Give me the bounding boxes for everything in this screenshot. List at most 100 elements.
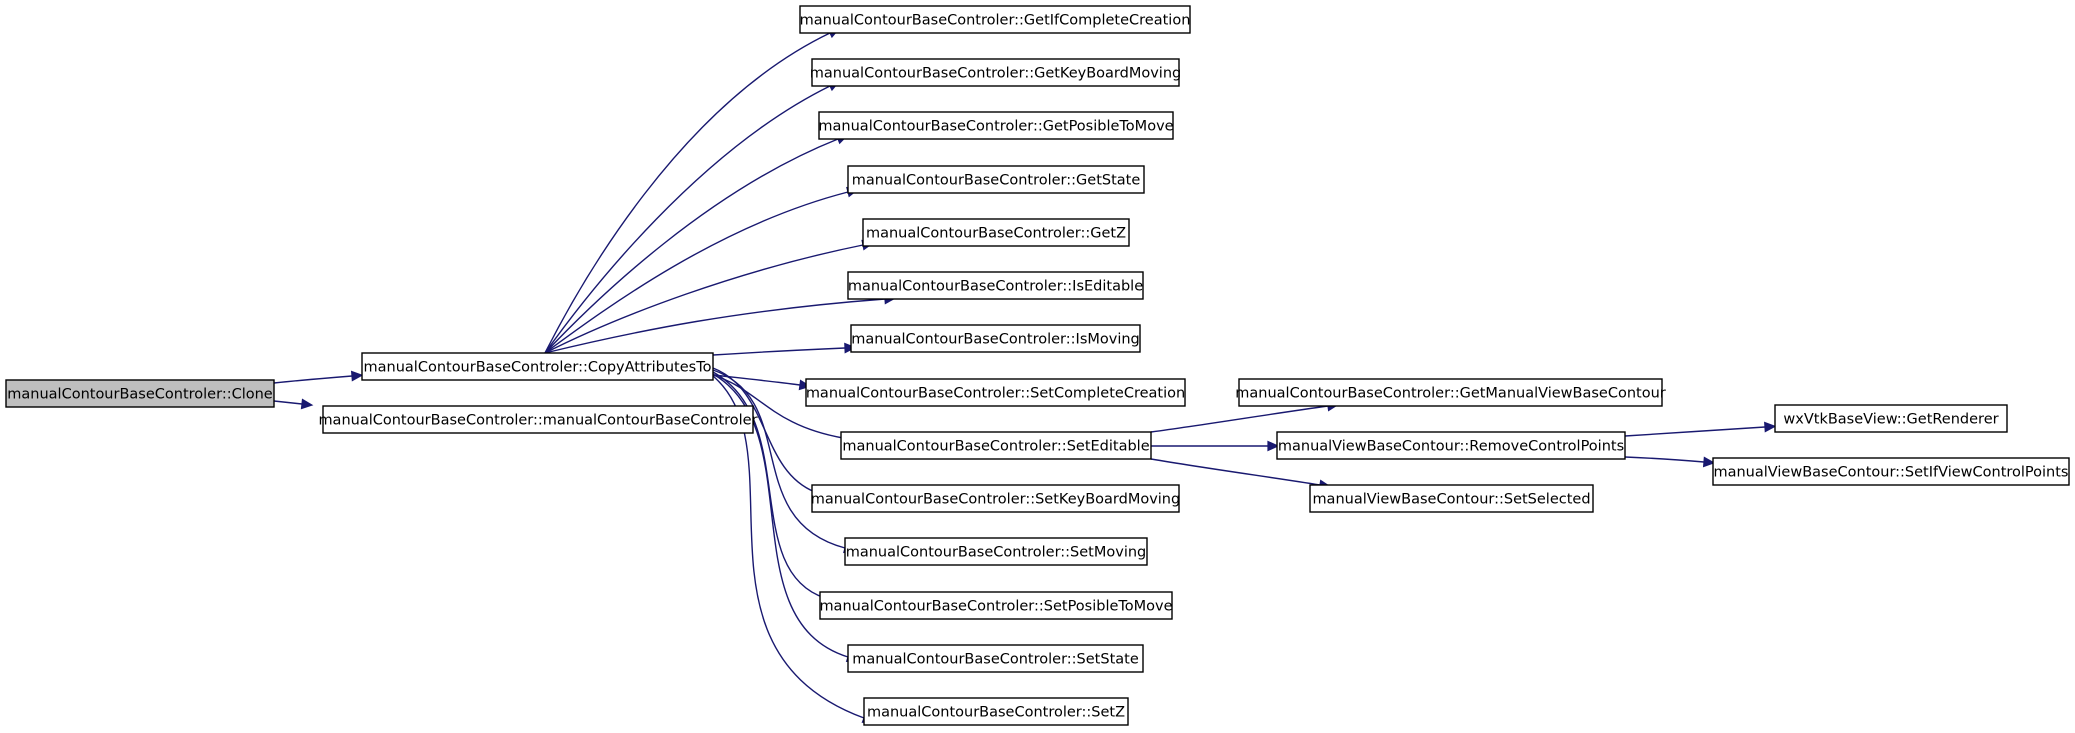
edge-line — [273, 400, 303, 405]
edge-line — [1150, 458, 1321, 486]
node-copy[interactable]: manualContourBaseControler::CopyAttribut… — [361, 352, 714, 381]
node-label: manualContourBaseControler::IsMoving — [851, 332, 1140, 348]
node-box — [819, 591, 1173, 620]
node-box — [844, 537, 1148, 566]
node-label: manualContourBaseControler::SetCompleteC… — [806, 386, 1185, 402]
edge-line — [712, 347, 846, 356]
edge-remove-cp-to-get-renderer — [1624, 421, 1777, 437]
node-label: manualContourBaseControler::SetPosibleTo… — [819, 599, 1172, 615]
node-label: manualViewBaseContour::RemoveControlPoin… — [1278, 439, 1624, 455]
edge-line — [544, 191, 849, 354]
node-label: manualContourBaseControler::SetEditable — [842, 439, 1149, 455]
edge-copy-to-get-if-complete — [544, 28, 841, 354]
node-box — [847, 271, 1144, 300]
edge-clone-to-copy — [273, 370, 364, 384]
node-set-z[interactable]: manualContourBaseControler::SetZ — [863, 697, 1129, 726]
node-box — [799, 5, 1191, 34]
node-box — [840, 431, 1152, 460]
node-set-moving[interactable]: manualContourBaseControler::SetMoving — [844, 537, 1148, 566]
edge-line — [544, 244, 864, 354]
arrowhead-icon — [300, 398, 314, 410]
node-clone: manualContourBaseControler::Clone — [5, 379, 275, 408]
node-set-posible[interactable]: manualContourBaseControler::SetPosibleTo… — [819, 591, 1173, 620]
nodes-layer: manualContourBaseControler::ClonemanualC… — [5, 5, 2070, 726]
edge-clone-to-ctor — [273, 398, 314, 410]
edge-line — [544, 138, 839, 354]
node-set-editable[interactable]: manualContourBaseControler::SetEditable — [840, 431, 1152, 460]
node-get-key-board[interactable]: manualContourBaseControler::GetKeyBoardM… — [810, 58, 1181, 87]
node-get-z[interactable]: manualContourBaseControler::GetZ — [862, 218, 1130, 247]
node-box — [863, 697, 1129, 726]
node-label: manualContourBaseControler::manualContou… — [318, 413, 757, 429]
node-box — [322, 405, 754, 434]
edge-line — [544, 85, 831, 354]
edge-copy-to-is-moving — [712, 342, 857, 356]
node-box — [1238, 378, 1663, 407]
node-box — [850, 324, 1141, 353]
edge-copy-to-is-editable — [544, 293, 897, 354]
node-box — [361, 352, 714, 381]
node-label: manualContourBaseControler::GetPosibleTo… — [818, 119, 1173, 135]
node-label: manualContourBaseControler::GetManualVie… — [1235, 386, 1666, 402]
node-label: manualViewBaseContour::SetIfViewControlP… — [1713, 465, 2068, 481]
node-label: manualContourBaseControler::SetKeyBoardM… — [811, 492, 1180, 508]
node-box — [805, 378, 1186, 407]
node-label: manualContourBaseControler::Clone — [7, 387, 273, 403]
node-get-if-complete[interactable]: manualContourBaseControler::GetIfComplet… — [799, 5, 1191, 34]
node-get-manual-view[interactable]: manualContourBaseControler::GetManualVie… — [1235, 378, 1666, 407]
node-box — [818, 111, 1174, 140]
node-box — [1276, 431, 1626, 460]
node-set-key-board[interactable]: manualContourBaseControler::SetKeyBoardM… — [811, 484, 1180, 513]
node-box — [1774, 404, 2008, 433]
node-label: manualContourBaseControler::GetZ — [866, 226, 1126, 242]
node-set-selected[interactable]: manualViewBaseContour::SetSelected — [1309, 484, 1594, 513]
edge-set-editable-to-remove-cp — [1150, 440, 1280, 452]
node-box — [862, 218, 1130, 247]
node-box — [1712, 457, 2070, 486]
arrowhead-icon — [350, 370, 364, 382]
edge-line — [712, 373, 849, 658]
node-label: manualContourBaseControler::GetKeyBoardM… — [810, 66, 1181, 82]
node-box — [5, 379, 275, 408]
edge-line — [712, 374, 844, 439]
edge-line — [1150, 405, 1329, 433]
node-label: manualContourBaseControler::SetZ — [867, 705, 1125, 721]
edge-copy-to-get-key-board — [544, 80, 841, 354]
node-label: manualContourBaseControler::CopyAttribut… — [364, 360, 712, 376]
node-set-if-view[interactable]: manualViewBaseContour::SetIfViewControlP… — [1712, 457, 2070, 486]
node-label: manualContourBaseControler::GetState — [852, 173, 1141, 189]
node-is-moving[interactable]: manualContourBaseControler::IsMoving — [850, 324, 1141, 353]
node-label: manualContourBaseControler::IsEditable — [848, 279, 1143, 295]
node-ctor[interactable]: manualContourBaseControler::manualContou… — [318, 405, 758, 434]
arrowhead-icon — [798, 379, 812, 391]
edge-copy-to-set-complete — [712, 374, 812, 391]
node-box — [811, 484, 1180, 513]
node-label: manualContourBaseControler::SetState — [852, 652, 1139, 668]
node-box — [847, 165, 1145, 194]
edge-line — [1624, 456, 1705, 463]
node-get-renderer[interactable]: wxVtkBaseView::GetRenderer — [1774, 404, 2008, 433]
edge-line — [544, 298, 886, 354]
edge-line — [712, 374, 801, 386]
node-remove-cp[interactable]: manualViewBaseContour::RemoveControlPoin… — [1276, 431, 1626, 460]
edge-remove-cp-to-set-if-view — [1624, 456, 1716, 468]
edge-line — [544, 32, 831, 354]
edge-line — [273, 375, 353, 384]
arrowhead-icon — [1702, 456, 1716, 468]
node-box — [811, 58, 1180, 87]
arrowhead-icon — [1764, 421, 1777, 433]
edge-line — [1624, 426, 1766, 437]
node-set-complete[interactable]: manualContourBaseControler::SetCompleteC… — [805, 378, 1186, 407]
node-label: wxVtkBaseView::GetRenderer — [1783, 412, 1998, 428]
node-get-state[interactable]: manualContourBaseControler::GetState — [847, 165, 1145, 194]
edge-copy-to-get-z — [544, 239, 875, 354]
node-get-posible[interactable]: manualContourBaseControler::GetPosibleTo… — [818, 111, 1174, 140]
node-label: manualContourBaseControler::SetMoving — [846, 545, 1147, 561]
node-label: manualViewBaseContour::SetSelected — [1312, 492, 1590, 508]
node-is-editable[interactable]: manualContourBaseControler::IsEditable — [847, 271, 1144, 300]
node-set-state[interactable]: manualContourBaseControler::SetState — [847, 644, 1144, 673]
node-box — [1309, 484, 1594, 513]
node-box — [847, 644, 1144, 673]
arrowhead-icon — [844, 342, 857, 354]
